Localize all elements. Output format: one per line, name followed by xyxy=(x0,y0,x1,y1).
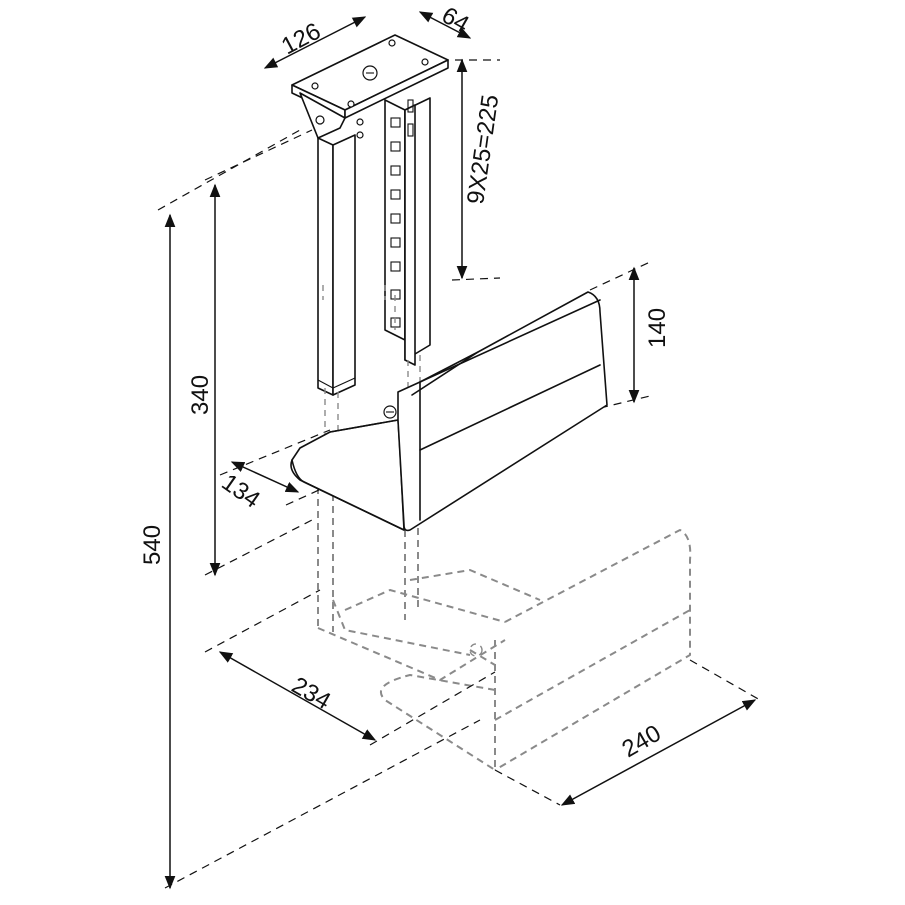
slotted-rail xyxy=(384,99,406,341)
dim-top-depth: 64 xyxy=(437,2,474,39)
dim-top-width: 126 xyxy=(277,18,325,61)
dim-adjust-height: 340 xyxy=(187,375,214,415)
bracket-assembly xyxy=(290,34,608,532)
dimension-lines xyxy=(164,11,757,890)
shelf-tray xyxy=(290,419,405,531)
dim-shelf-depth: 134 xyxy=(217,469,265,514)
dim-slot-pitch: 9X25=225 xyxy=(462,93,504,206)
dim-extended-depth: 234 xyxy=(287,672,335,715)
extended-position-ghost xyxy=(317,468,692,771)
dim-shelf-height: 140 xyxy=(644,308,671,348)
dim-extended-width: 240 xyxy=(618,720,666,763)
adjustment-slots xyxy=(390,99,414,328)
left-post xyxy=(317,137,334,396)
dim-total-height: 540 xyxy=(139,525,166,565)
